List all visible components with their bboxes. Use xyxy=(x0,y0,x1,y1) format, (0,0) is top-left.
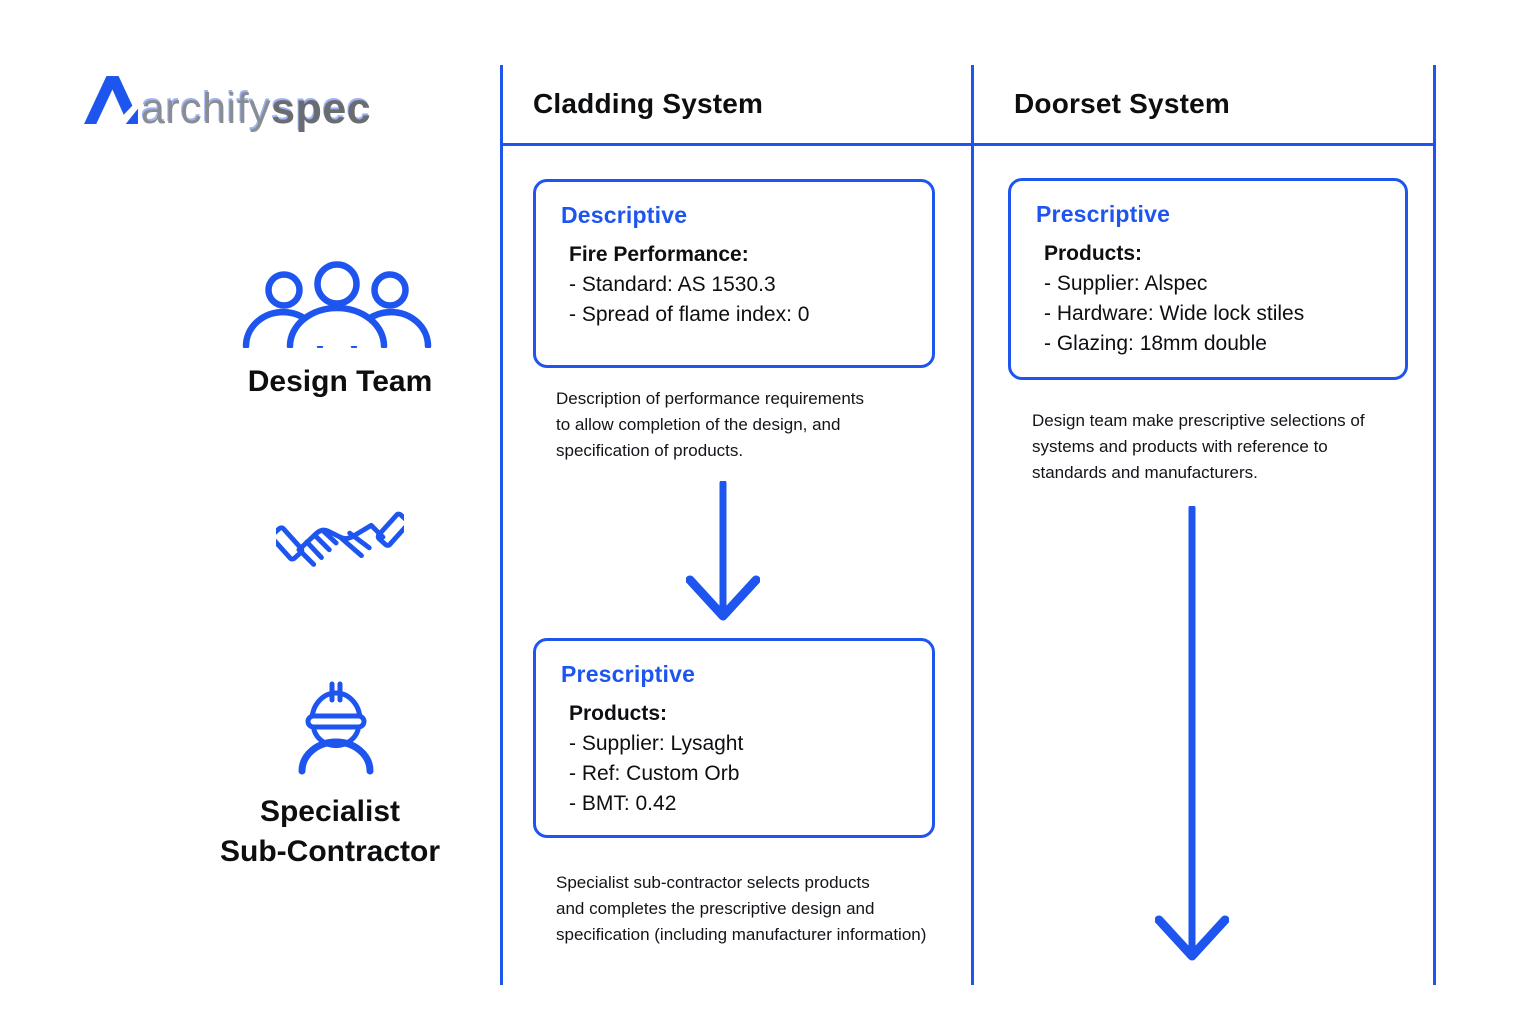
cladding-prescriptive-box: Prescriptive Products: - Supplier: Lysag… xyxy=(533,638,935,838)
brand-part-archify: archify xyxy=(141,85,272,133)
header-underline xyxy=(500,143,1436,146)
brand-wordmark: archifyspec xyxy=(141,85,372,133)
cladding-prescriptive-note: Specialist sub-contractor selects produc… xyxy=(556,873,927,944)
design-team-people-icon xyxy=(242,261,432,348)
cladding-descriptive-title: Descriptive xyxy=(561,202,688,228)
doorset-column-header: Doorset System xyxy=(1014,88,1230,119)
doorset-prescriptive-item: - Hardware: Wide lock stiles xyxy=(1044,302,1305,325)
doorset-prescriptive-item: - Supplier: Alspec xyxy=(1044,272,1208,295)
subcontractor-label: Specialist Sub-Contractor xyxy=(220,795,440,868)
brand-part-spec: spec xyxy=(271,85,372,133)
doorset-note: Design team make prescriptive selections… xyxy=(1032,411,1365,482)
cladding-descriptive-item: - Standard: AS 1530.3 xyxy=(569,273,776,296)
cladding-down-arrow-icon xyxy=(686,481,760,621)
cladding-descriptive-body: Fire Performance: - Standard: AS 1530.3 … xyxy=(569,240,809,330)
cladding-prescriptive-item: - BMT: 0.42 xyxy=(569,792,677,815)
doorset-prescriptive-title: Prescriptive xyxy=(1036,201,1171,227)
divider-left xyxy=(500,65,503,985)
cladding-descriptive-heading: Fire Performance: xyxy=(569,243,749,266)
cladding-column-header: Cladding System xyxy=(533,88,764,119)
archifyspec-logo-icon xyxy=(84,76,138,124)
cladding-prescriptive-body: Products: - Supplier: Lysaght - Ref: Cus… xyxy=(569,699,743,819)
cladding-descriptive-box: Descriptive Fire Performance: - Standard… xyxy=(533,179,935,368)
doorset-prescriptive-heading: Products: xyxy=(1044,242,1143,265)
divider-right xyxy=(1433,65,1436,985)
cladding-descriptive-item: - Spread of flame index: 0 xyxy=(569,303,810,326)
design-team-label: Design Team xyxy=(247,365,433,398)
cladding-prescriptive-item: - Supplier: Lysaght xyxy=(569,732,744,755)
doorset-prescriptive-body: Products: - Supplier: Alspec - Hardware:… xyxy=(1044,239,1304,359)
handshake-icon xyxy=(276,511,404,567)
cladding-prescriptive-title: Prescriptive xyxy=(561,661,696,687)
doorset-prescriptive-item: - Glazing: 18mm double xyxy=(1044,332,1267,355)
doorset-down-arrow-icon xyxy=(1155,506,1229,961)
doorset-prescriptive-box: Prescriptive Products: - Supplier: Alspe… xyxy=(1008,178,1408,380)
cladding-prescriptive-heading: Products: xyxy=(569,702,668,725)
construction-worker-icon xyxy=(298,681,374,775)
cladding-prescriptive-item: - Ref: Custom Orb xyxy=(569,762,740,785)
cladding-descriptive-note: Description of performance requirements … xyxy=(556,389,865,460)
divider-middle xyxy=(971,65,974,985)
